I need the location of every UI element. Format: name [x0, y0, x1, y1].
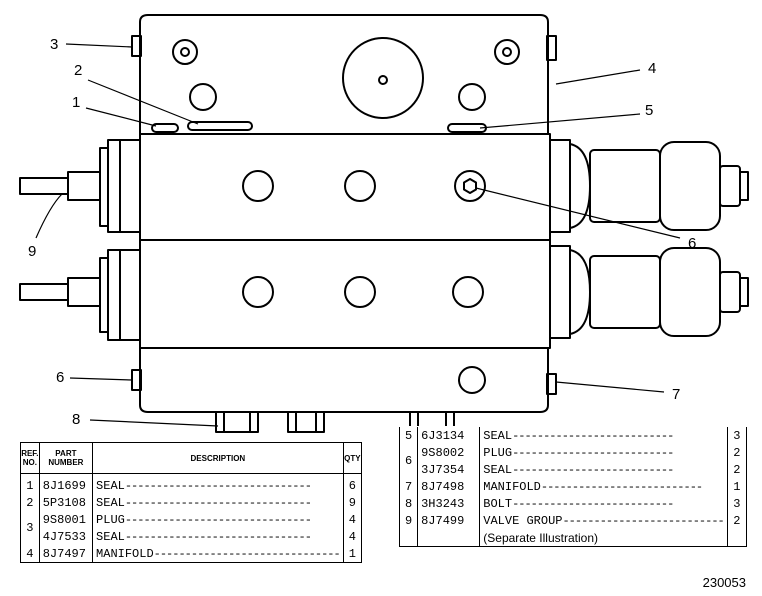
- ref-no: 3: [20, 511, 40, 545]
- illustration-number: 230053: [702, 575, 746, 590]
- ref-no: 5: [398, 427, 419, 444]
- quantity: 4: [342, 511, 363, 528]
- part-number: 8J1699: [38, 473, 94, 494]
- leader-5: [479, 113, 641, 129]
- top-manifold: [139, 14, 549, 134]
- leader-4: [555, 69, 641, 85]
- quantity: 3: [726, 427, 748, 444]
- table-row: 4 8J7497 MANIFOLD-----------------------…: [20, 545, 363, 563]
- parts-table-right: 5 6J3134 SEAL-------------------------- …: [398, 427, 748, 547]
- leader-8: [89, 419, 219, 427]
- table-row: 7 8J7498 MANIFOLD-----------------------…: [398, 478, 748, 495]
- table-row: 3J7354 SEAL-------------------------- 2: [400, 461, 748, 478]
- top-manifold-side-plug-right: [546, 35, 557, 61]
- lower-valve-body: [139, 239, 551, 349]
- bolt-8b: [287, 412, 325, 433]
- seal-1: [151, 123, 179, 133]
- bolt-8a: [215, 412, 259, 433]
- description: PLUG: [96, 512, 125, 527]
- table-row: 3 9S8001 PLUG---------------------------…: [20, 511, 363, 545]
- part-number: 8J7497: [38, 545, 94, 563]
- table-row: (Separate Illustration): [398, 529, 748, 547]
- callout-5: 5: [645, 102, 654, 119]
- quantity: 9: [342, 494, 363, 511]
- header-qty: QTY: [342, 442, 363, 474]
- top-manifold-side-plug: [131, 35, 142, 57]
- leader-2: [87, 79, 199, 125]
- callout-2: 2: [74, 62, 83, 79]
- leader-7: [555, 381, 665, 393]
- header-part-number: PART NUMBER: [38, 442, 94, 474]
- ref-no: 2: [20, 494, 40, 511]
- center-plug: [342, 37, 424, 119]
- seal-2: [187, 121, 253, 131]
- description: SEAL: [483, 428, 513, 443]
- table-row: 2 5P3108 SEAL---------------------------…: [20, 494, 363, 511]
- description: SEAL: [96, 478, 125, 493]
- ref-no: 4: [20, 545, 40, 563]
- part-number: 8J7499: [417, 512, 481, 529]
- quantity: 3: [726, 495, 748, 512]
- callout-4: 4: [648, 60, 657, 77]
- leader-1: [85, 107, 157, 127]
- part-number: 5P3108: [38, 494, 94, 511]
- callout-3: 3: [50, 36, 59, 53]
- quantity: 2: [726, 461, 748, 478]
- ref-no: 1: [20, 473, 40, 494]
- part-number: 3H3243: [417, 495, 481, 512]
- description: PLUG: [483, 445, 513, 460]
- parts-table-left: REF. NO. PART NUMBER DESCRIPTION QTY 1 8…: [20, 442, 363, 563]
- description: SEAL: [96, 495, 125, 510]
- ref-no: 7: [398, 478, 419, 495]
- separate-illustration-note: (Separate Illustration): [479, 529, 728, 547]
- callout-6-upper: 6: [688, 235, 697, 252]
- callout-7: 7: [672, 386, 681, 403]
- description: MANIFOLD: [483, 479, 541, 494]
- description: SEAL: [483, 462, 513, 477]
- table-row: 5 6J3134 SEAL-------------------------- …: [398, 427, 748, 444]
- quantity: 2: [726, 444, 748, 461]
- leader-9: [35, 193, 63, 239]
- part-number: 6J3134: [417, 427, 481, 444]
- quantity: 6: [342, 473, 363, 494]
- description: BOLT: [483, 496, 513, 511]
- leader-6a: [475, 187, 681, 239]
- bolt-8c: [409, 412, 455, 426]
- table-row: 8 3H3243 BOLT-------------------------- …: [398, 495, 748, 512]
- table-row: 1 8J1699 SEAL---------------------------…: [20, 473, 363, 494]
- table-row: 9 8J7499 VALVE GROUP--------------------…: [398, 512, 748, 529]
- leader-3: [65, 43, 133, 48]
- part-number: 3J7354: [417, 461, 481, 478]
- table-row: 6 9S8002 PLUG-------------------------- …: [398, 444, 748, 478]
- part-number: 9S8001: [38, 511, 94, 528]
- callout-1: 1: [72, 94, 81, 111]
- quantity: 2: [726, 512, 748, 529]
- ref-no: 8: [398, 495, 419, 512]
- quantity: 1: [726, 478, 748, 495]
- description: VALVE GROUP: [483, 513, 563, 528]
- description: SEAL: [96, 529, 125, 544]
- bottom-manifold: [139, 348, 549, 413]
- ref-no: 9: [398, 512, 419, 529]
- part-number: 4J7533: [38, 528, 94, 545]
- callout-8: 8: [72, 411, 81, 428]
- quantity: 4: [342, 528, 363, 545]
- header-ref-no: REF. NO.: [20, 442, 40, 474]
- ref-no: 6: [398, 444, 419, 478]
- quantity: 1: [342, 545, 363, 563]
- callout-6-lower: 6: [56, 369, 65, 386]
- part-number: 9S8002: [417, 444, 481, 461]
- table-row: 4J7533 SEAL-----------------------------…: [21, 528, 363, 545]
- part-number: 8J7498: [417, 478, 481, 495]
- header-description: DESCRIPTION: [92, 442, 344, 474]
- leader-6b: [69, 377, 133, 381]
- description: MANIFOLD: [96, 546, 154, 561]
- callout-9: 9: [28, 243, 37, 260]
